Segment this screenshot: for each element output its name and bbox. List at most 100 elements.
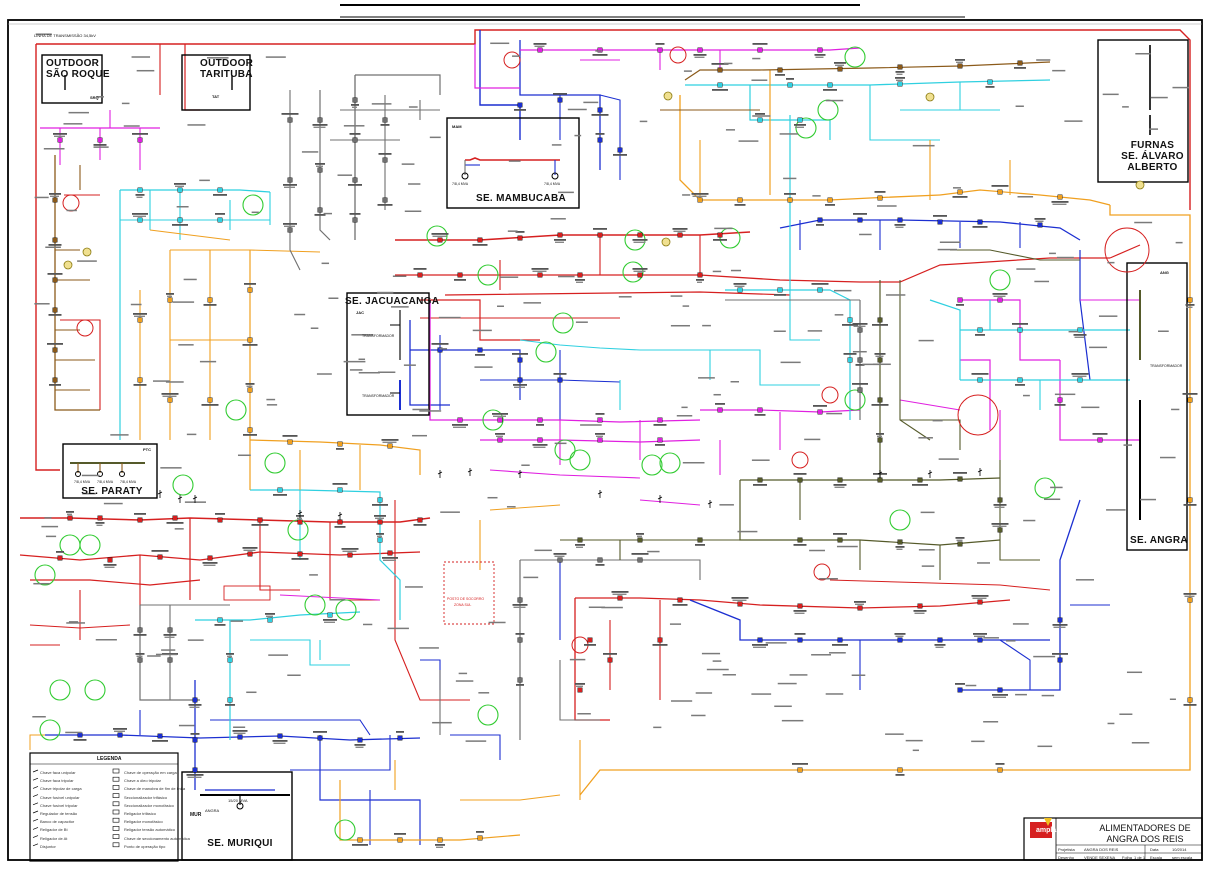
device-code-tag	[793, 610, 807, 612]
feeder-line-magenta	[1059, 360, 1140, 441]
annotation-tag	[440, 511, 460, 513]
annotation-tag	[1172, 86, 1189, 89]
device-code-tag	[1052, 203, 1067, 205]
device-marker	[847, 357, 853, 363]
device-code-tag	[48, 314, 62, 316]
device-code-tag	[316, 165, 323, 167]
substation-angra-title: SE. ANGRA	[1130, 535, 1188, 546]
device-marker	[537, 417, 543, 423]
annotation-tag	[971, 740, 985, 743]
device-marker	[757, 477, 763, 483]
red-box-label: POSTO DE SOCORRO	[447, 597, 485, 601]
device-marker	[857, 327, 863, 333]
device-code-tag	[476, 831, 484, 833]
annotation-tag	[412, 434, 427, 437]
device-code-tag	[993, 696, 1006, 698]
annotation-tag	[877, 205, 897, 207]
device-marker	[557, 97, 563, 103]
annotation-tag	[66, 209, 77, 212]
annotation-tag	[310, 327, 319, 329]
device-code-tag	[512, 604, 528, 606]
annotation-tag	[458, 672, 468, 675]
device-code-tag	[584, 644, 596, 646]
legend-symbol	[32, 835, 39, 838]
device-code-tag	[603, 653, 617, 655]
annotation-tag	[825, 693, 844, 695]
annotation-tag	[722, 674, 736, 676]
substation-paraty-code: PTC	[143, 447, 151, 452]
device-marker	[517, 637, 523, 643]
drawing-title-line2: ANGRA DOS REIS	[1106, 834, 1184, 844]
device-code-tag	[786, 78, 794, 80]
device-marker	[247, 287, 253, 293]
device-code-tag	[823, 89, 837, 91]
device-code-tag	[591, 114, 609, 116]
annotation-tag	[554, 442, 567, 445]
device-marker	[637, 537, 643, 543]
device-marker	[1187, 497, 1193, 503]
device-code-tag	[974, 635, 985, 637]
device-code-tag	[532, 444, 548, 446]
feeder-line-olive	[999, 460, 1040, 561]
device-marker	[757, 407, 763, 413]
device-code-tag	[134, 513, 146, 515]
annotation-tag	[765, 642, 787, 644]
device-code-tag	[242, 547, 258, 549]
annotation-tag	[187, 639, 204, 641]
annotation-tag	[833, 289, 852, 292]
substation-tarituba-code: TAT	[212, 94, 220, 99]
device-code-tag	[113, 728, 127, 730]
annotation-tag	[737, 530, 758, 533]
annotation-tag	[1081, 406, 1100, 409]
feeder-line-gray	[289, 90, 301, 271]
device-code-tag	[93, 144, 107, 146]
device-code-tag	[691, 193, 709, 195]
device-marker	[787, 197, 793, 203]
annotation-tag	[577, 713, 591, 715]
annotation-tag	[1037, 745, 1053, 748]
substation-muriqui-code: MUR	[190, 812, 202, 818]
annotation-tag	[751, 79, 768, 81]
device-code-tag	[273, 494, 287, 496]
annotation-tag	[701, 652, 721, 655]
annotation-tag	[474, 366, 493, 368]
annotation-tag	[1036, 59, 1051, 61]
annotation-tag	[35, 33, 52, 35]
feeder-line-magenta	[639, 499, 701, 506]
device-code-tag	[214, 624, 226, 626]
device-marker	[167, 397, 173, 403]
device-code-tag	[166, 293, 174, 295]
device-marker	[757, 117, 763, 123]
recloser-highlight-circle	[49, 679, 71, 701]
device-marker	[537, 437, 543, 443]
feeder-line-blue	[779, 219, 1081, 241]
substation-mambucaba-title: SE. MAMBUCABA	[466, 193, 576, 204]
device-marker	[717, 232, 723, 238]
device-marker	[597, 137, 603, 143]
annotation-tag	[752, 57, 761, 60]
feeder-line-red	[829, 579, 1051, 591]
legend-symbol	[32, 827, 39, 830]
annotation-tag	[123, 125, 140, 127]
title-line: ALBERTO	[1127, 162, 1178, 173]
substation-angra-code: ANG	[1160, 270, 1169, 275]
device-code-tag	[453, 426, 466, 428]
annotation-tag	[781, 719, 804, 722]
device-marker	[517, 377, 523, 383]
device-marker	[587, 637, 593, 643]
annotation-tag	[33, 582, 50, 585]
device-marker	[192, 737, 198, 743]
annotation-tag	[1016, 268, 1036, 270]
paraty-tr-2: 7/8,4 MVA	[97, 480, 114, 484]
feeder-line-red	[394, 500, 470, 701]
annotation-tag	[639, 120, 648, 123]
device-code-tag	[871, 404, 889, 406]
annotation-tag	[691, 714, 706, 717]
feeder-line-red	[1109, 244, 1141, 259]
device-marker	[297, 519, 303, 525]
annotation-tag	[178, 724, 195, 727]
annotation-tag	[683, 70, 692, 72]
transformer-symbol	[551, 172, 559, 180]
recloser-highlight-circle	[719, 227, 741, 249]
device-marker	[137, 187, 143, 193]
